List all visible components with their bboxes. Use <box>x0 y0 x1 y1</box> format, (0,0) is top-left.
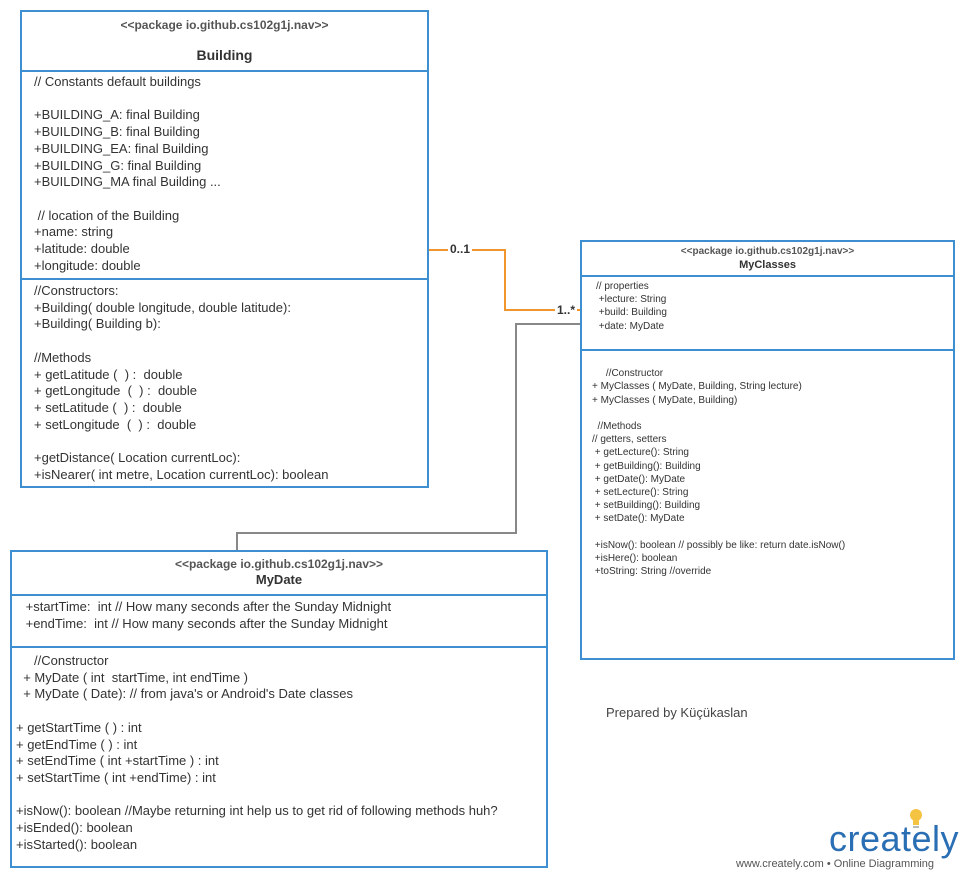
member-line: //Methods <box>34 349 92 365</box>
association-line[interactable] <box>429 249 581 311</box>
member-line <box>16 787 546 804</box>
member-line: + MyDate ( int startTime, int endTime ) <box>16 669 249 685</box>
member-line: +endTime: int // How many seconds after … <box>22 615 388 631</box>
member-line: +BUILDING_G: final Building <box>34 157 202 173</box>
member-line: //Constructors: <box>34 283 119 298</box>
myclasses-class[interactable]: <<package io.github.cs102g1j.nav>> MyCla… <box>580 240 955 660</box>
member-line: + setBuilding(): Building <box>592 500 701 512</box>
member-line: +BUILDING_B: final Building <box>34 124 200 140</box>
member-line: + setEndTime ( int +startTime ) : int <box>16 753 219 769</box>
member-line: +Building( Building b): <box>34 316 161 332</box>
myclasses-methods: //Constructor+ MyClasses ( MyDate, Build… <box>582 351 953 578</box>
prepared-by-note: Prepared by Küçükaslan <box>606 705 748 720</box>
member-line: +date: MyDate <box>596 320 665 332</box>
member-line: +longitude: double <box>34 257 141 273</box>
member-line <box>34 191 427 208</box>
mydate-header: <<package io.github.cs102g1j.nav>> MyDat… <box>12 552 546 596</box>
member-line: + getLongitude ( ) : double <box>34 383 197 399</box>
creately-logo: creately <box>829 818 960 859</box>
mydate-attributes: +startTime: int // How many seconds afte… <box>12 596 546 648</box>
member-line: + setLecture(): String <box>592 487 689 499</box>
building-attributes: // Constants default buildings +BUILDING… <box>22 72 427 280</box>
member-line: // location of the Building <box>34 207 180 223</box>
member-line: +name: string <box>34 224 114 240</box>
myclasses-class-name: MyClasses <box>739 259 796 271</box>
member-line: +isNow(): boolean // possibly be like: r… <box>592 539 846 551</box>
member-line: + setDate(): MyDate <box>592 513 685 525</box>
member-line: +BUILDING_EA: final Building <box>34 140 209 156</box>
member-line: + setLatitude ( ) : double <box>34 399 182 415</box>
member-line: +isNearer( int metre, Location currentLo… <box>34 466 329 482</box>
member-line <box>592 407 953 420</box>
member-line: + getBuilding(): Building <box>592 460 701 472</box>
member-line: + getEndTime ( ) : int <box>16 736 138 752</box>
member-line: // Constants default buildings <box>34 74 201 89</box>
member-line: + getDate(): MyDate <box>592 473 686 485</box>
member-line: +latitude: double <box>34 241 130 257</box>
mydate-package-label: <<package io.github.cs102g1j.nav>> <box>174 557 384 571</box>
member-line: + getLatitude ( ) : double <box>34 366 183 382</box>
myclasses-package-label: <<package io.github.cs102g1j.nav>> <box>680 246 855 257</box>
member-line: +BUILDING_MA final Building ... <box>34 174 221 190</box>
member-line: + MyClasses ( MyDate, Building) <box>592 394 738 406</box>
member-line: +isHere(): boolean <box>592 553 678 565</box>
member-line <box>34 333 427 350</box>
lightbulb-icon <box>910 809 922 828</box>
building-multiplicity: 0..1 <box>448 242 473 256</box>
myclasses-attributes: // properties +lecture: String +build: B… <box>582 277 953 351</box>
member-line: +BUILDING_A: final Building <box>34 107 200 123</box>
building-class-name: Building <box>196 47 253 63</box>
member-line <box>16 703 546 720</box>
member-line: +isStarted(): boolean <box>16 836 138 852</box>
building-class[interactable]: <<package io.github.cs102g1j.nav>> Build… <box>20 10 429 488</box>
mydate-methods: //Constructor + MyDate ( int startTime, … <box>12 648 546 853</box>
member-line: + getLecture(): String <box>592 447 689 459</box>
member-line: //Methods <box>592 421 642 433</box>
member-line: + getStartTime ( ) : int <box>16 719 142 735</box>
member-line: +toString: String //override <box>592 566 712 578</box>
myclasses-header: <<package io.github.cs102g1j.nav>> MyCla… <box>582 242 953 277</box>
dependency-line[interactable] <box>236 323 600 565</box>
building-methods: //Constructors:+Building( double longitu… <box>22 280 427 483</box>
member-line: // getters, setters <box>592 434 667 446</box>
member-line <box>34 91 427 108</box>
member-line <box>34 433 427 450</box>
member-line: //Constructor <box>16 653 109 668</box>
member-line: //Constructor <box>592 368 664 380</box>
mydate-class[interactable]: <<package io.github.cs102g1j.nav>> MyDat… <box>10 550 548 868</box>
member-line: // properties <box>596 281 649 292</box>
member-line: +build: Building <box>596 307 667 319</box>
member-line: +Building( double longitude, double lati… <box>34 299 291 315</box>
member-line: +getDistance( Location currentLoc): <box>34 450 241 466</box>
member-line: +isEnded(): boolean <box>16 820 133 836</box>
member-line: + MyClasses ( MyDate, Building, String l… <box>592 381 802 393</box>
building-header: <<package io.github.cs102g1j.nav>> Build… <box>22 12 427 72</box>
mydate-class-name: MyDate <box>255 572 303 587</box>
myclasses-multiplicity: 1..* <box>555 303 578 317</box>
member-line: +lecture: String <box>596 294 667 306</box>
creately-tagline: www.creately.com • Online Diagramming <box>736 858 935 870</box>
member-line: + setLongitude ( ) : double <box>34 416 197 432</box>
member-line: +startTime: int // How many seconds afte… <box>22 599 392 614</box>
member-line: + setStartTime ( int +endTime) : int <box>16 769 216 785</box>
member-line: + MyDate ( Date): // from java's or Andr… <box>16 686 353 702</box>
member-line: +isNow(): boolean //Maybe returning int … <box>16 803 498 819</box>
building-package-label: <<package io.github.cs102g1j.nav>> <box>120 18 329 32</box>
member-line <box>592 526 953 539</box>
member-line <box>592 354 953 367</box>
